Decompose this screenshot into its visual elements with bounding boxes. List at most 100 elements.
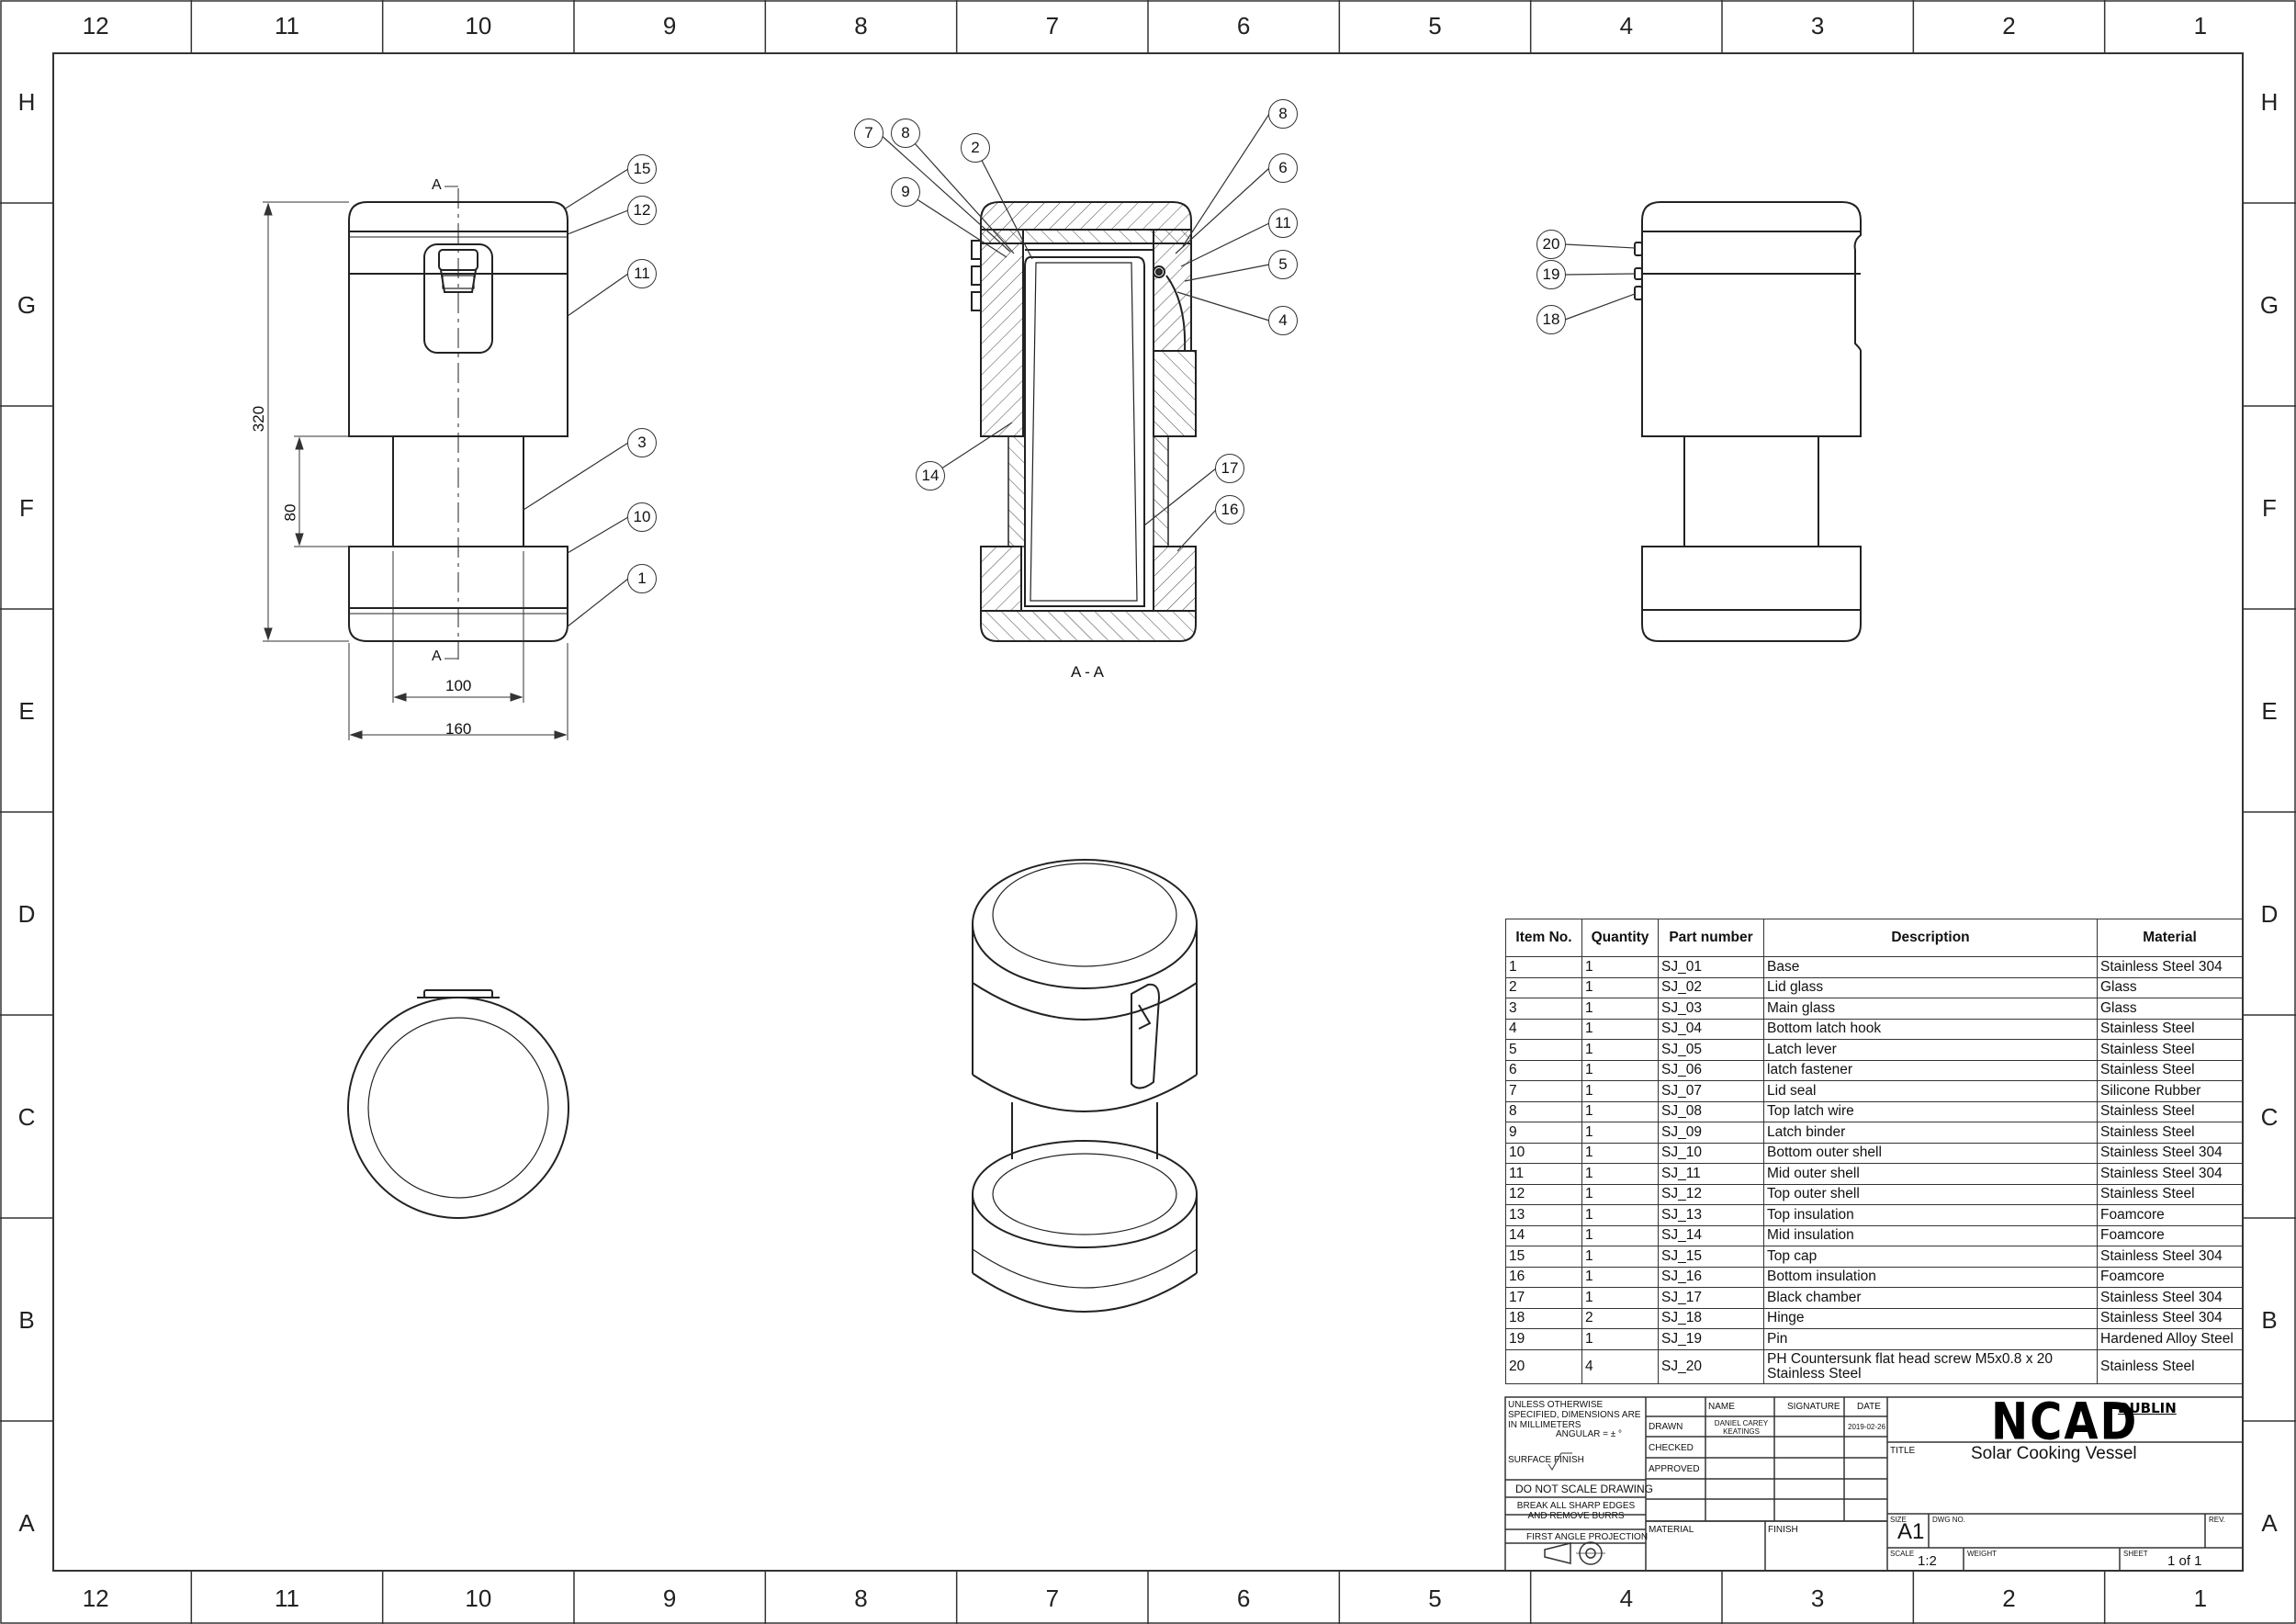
bom-cell: 20 [1505,1348,1582,1384]
bom-cell: latch fastener [1763,1059,2098,1081]
zone-label-bottom-3: 3 [1810,1585,1825,1612]
balloon-section-8: 8 [1268,99,1298,129]
zone-label-right-E: E [2261,696,2278,725]
balloon-front-11: 11 [627,259,657,288]
balloon-side-18: 18 [1536,305,1566,334]
zone-label-left-B: B [18,1305,35,1334]
size-value: A1 [1897,1519,1925,1544]
isometric-view [972,859,1198,1313]
bom-cell: 16 [1505,1266,1582,1288]
balloon-section-7: 7 [854,118,884,148]
bom-cell: 1 [1581,1246,1659,1268]
dwg-no-label: DWG NO. [1932,1516,1965,1524]
bom-cell: Hardened Alloy Steel [2097,1328,2243,1350]
balloon-section-17: 17 [1215,454,1244,483]
section-marker-top: A [432,177,442,193]
zone-label-left-H: H [17,87,36,116]
zone-label-top-7: 7 [1045,12,1060,39]
bom-cell: 1 [1581,1183,1659,1205]
bom-cell: 17 [1505,1287,1582,1309]
zone-label-bottom-1: 1 [2193,1585,2208,1612]
zone-label-right-D: D [2260,899,2279,928]
bom-cell: Glass [2097,976,2243,998]
bom-cell: 18 [1505,1307,1582,1329]
balloon-section-4: 4 [1268,306,1298,335]
bom-cell: 3 [1505,998,1582,1020]
bom-cell: 1 [1581,1142,1659,1164]
bom-cell: Top cap [1763,1246,2098,1268]
bom-cell: 11 [1505,1163,1582,1185]
zone-label-right-H: H [2260,87,2279,116]
front-dimensions [263,186,568,740]
dim-neck-width: 100 [445,677,472,694]
zone-label-top-12: 12 [82,12,109,39]
bom-cell: Stainless Steel 304 [2097,1142,2243,1164]
bom-cell: SJ_19 [1658,1328,1764,1350]
zone-label-top-5: 5 [1428,12,1442,39]
side-view [1634,201,1862,642]
bom-cell: 7 [1505,1080,1582,1102]
bom-cell: SJ_20 [1658,1348,1764,1384]
sheet-label: SHEET [2123,1550,2148,1558]
bom-cell: SJ_01 [1658,956,1764,978]
bom-cell: 10 [1505,1142,1582,1164]
bom-cell: 1 [1505,956,1582,978]
drawn-name: DANIEL CAREY KEATINGS [1714,1419,1769,1436]
balloon-section-16: 16 [1215,495,1244,524]
zone-label-bottom-12: 12 [82,1585,109,1612]
bom-cell: SJ_05 [1658,1039,1764,1061]
bom-cell: PH Countersunk flat head screw M5x0.8 x … [1763,1348,2098,1384]
zone-label-right-G: G [2259,290,2279,319]
bom-cell: SJ_06 [1658,1059,1764,1081]
material-label: MATERIAL [1649,1525,1694,1535]
bom-cell: Stainless Steel [2097,1348,2243,1384]
bom-cell: Base [1763,956,2098,978]
bom-cell: SJ_16 [1658,1266,1764,1288]
zone-label-top-1: 1 [2193,12,2208,39]
bom-cell: Main glass [1763,998,2098,1020]
bom-cell: Bottom outer shell [1763,1142,2098,1164]
zone-label-top-8: 8 [854,12,868,39]
bom-cell: SJ_08 [1658,1100,1764,1122]
bom-header-quantity: Quantity [1581,919,1659,957]
bom-cell: Stainless Steel [2097,1018,2243,1040]
bom-cell: 13 [1505,1204,1582,1226]
bom-cell: Mid outer shell [1763,1163,2098,1185]
bom-cell: 1 [1581,1080,1659,1102]
bom-cell: Stainless Steel [2097,1059,2243,1081]
zone-label-bottom-9: 9 [662,1585,677,1612]
balloon-section-14: 14 [916,461,945,491]
section-label: A - A [1071,663,1104,681]
col-signature: SIGNATURE [1787,1402,1840,1412]
surface-finish-label: SURFACE FINISH [1508,1455,1584,1465]
bom-cell: Hinge [1763,1307,2098,1329]
zone-label-bottom-2: 2 [2002,1585,2016,1612]
bom-cell: 1 [1581,1122,1659,1144]
bom-cell: Pin [1763,1328,2098,1350]
bom-cell: 2 [1505,976,1582,998]
zone-label-left-G: G [17,290,37,319]
bom-cell: 1 [1581,1204,1659,1226]
bom-cell: 5 [1505,1039,1582,1061]
bom-cell: Foamcore [2097,1266,2243,1288]
bom-cell: 1 [1581,1059,1659,1081]
dim-overall-width: 160 [445,720,472,738]
bom-cell: 8 [1505,1100,1582,1122]
bom-cell: SJ_11 [1658,1163,1764,1185]
bom-cell: Foamcore [2097,1204,2243,1226]
bom-cell: 1 [1581,1100,1659,1122]
bom-cell: SJ_07 [1658,1080,1764,1102]
balloon-section-5: 5 [1268,250,1298,279]
bom-cell: 14 [1505,1224,1582,1246]
zone-label-left-F: F [19,493,34,522]
bom-cell: SJ_02 [1658,976,1764,998]
bom-cell: 1 [1581,1328,1659,1350]
bom-cell: Stainless Steel 304 [2097,1287,2243,1309]
